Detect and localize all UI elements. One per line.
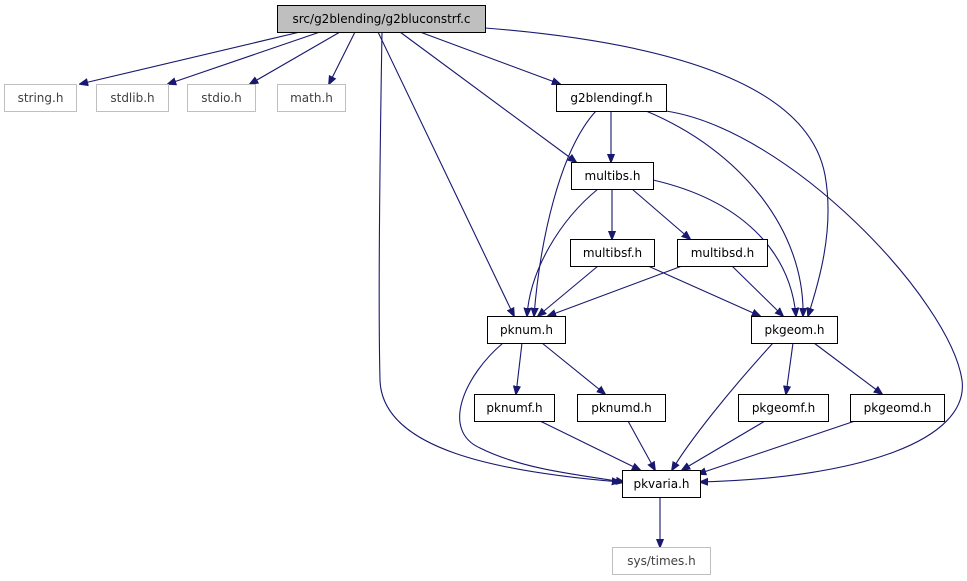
- edge-root-to-stdio-h: [250, 31, 341, 84]
- node-label: multibsd.h: [691, 246, 755, 260]
- edge-root-to-multibs-h: [399, 31, 576, 162]
- edge-pknum-h-to-pknumd-h: [541, 342, 605, 394]
- edges-layer: [80, 27, 963, 547]
- node-label: string.h: [18, 91, 64, 105]
- edge-pknum-h-to-pkvaria-h: [459, 342, 624, 482]
- node-string-h: string.h: [4, 84, 77, 112]
- edge-pkgeom-h-to-pkgeomd-h: [813, 342, 882, 394]
- edge-pknum-h-to-pknumf-h: [516, 342, 523, 394]
- node-box: [571, 162, 654, 190]
- node-label: pkgeomd.h: [864, 401, 932, 415]
- node-g2blendingf-h[interactable]: g2blendingf.h: [556, 84, 667, 112]
- node-label: g2blendingf.h: [570, 91, 652, 105]
- node-pknumf-h[interactable]: pknumf.h: [474, 394, 555, 422]
- node-box: [187, 84, 256, 112]
- node-box: [577, 394, 666, 422]
- node-box: [474, 394, 555, 422]
- node-label: pkgeomf.h: [752, 401, 815, 415]
- edge-multibsd-h-to-pknum-h: [548, 265, 683, 316]
- edge-multibsd-h-to-pkgeom-h: [731, 265, 783, 316]
- node-pkgeomd-h[interactable]: pkgeomd.h: [850, 394, 945, 422]
- node-multibsd-h[interactable]: multibsd.h: [677, 239, 768, 267]
- edge-g2blendingf-h-to-pknum-h: [534, 110, 597, 316]
- node-box: [277, 5, 486, 33]
- edge-root-to-pkgeom-h: [484, 27, 829, 316]
- edge-multibs-h-to-multibsd-h: [631, 188, 690, 239]
- node-pkgeomf-h[interactable]: pkgeomf.h: [738, 394, 829, 422]
- edge-pknumd-h-to-pkvaria-h: [627, 420, 655, 470]
- node-box: [4, 84, 77, 112]
- node-box: [556, 84, 667, 112]
- edge-pkgeom-h-to-pkvaria-h: [672, 342, 774, 470]
- node-root[interactable]: src/g2blending/g2bluconstrf.c: [277, 5, 486, 33]
- edge-root-to-string-h: [80, 31, 301, 84]
- edge-g2blendingf-h-to-pkvaria-h: [665, 110, 963, 482]
- node-box: [96, 84, 169, 112]
- node-box: [677, 239, 768, 267]
- edge-root-to-stdlib-h: [168, 31, 321, 84]
- node-box: [570, 239, 655, 267]
- edge-root-to-g2blendingf-h: [419, 31, 560, 84]
- node-box: [622, 470, 701, 498]
- edge-g2blendingf-h-to-pkgeom-h: [645, 110, 803, 316]
- nodes-layer: src/g2blending/g2bluconstrf.c string.h std…: [4, 5, 945, 575]
- node-label: pknumd.h: [591, 401, 652, 415]
- node-label: stdlib.h: [110, 91, 154, 105]
- node-box: [751, 316, 838, 344]
- node-label: src/g2blending/g2bluconstrf.c: [293, 12, 471, 26]
- edge-multibsf-h-to-pkgeom-h: [647, 265, 760, 316]
- node-box: [850, 394, 945, 422]
- edge-multibsf-h-to-pknum-h: [538, 265, 599, 316]
- edge-pknumf-h-to-pkvaria-h: [539, 420, 640, 470]
- node-pknumd-h[interactable]: pknumd.h: [577, 394, 666, 422]
- node-label: multibsf.h: [583, 246, 642, 260]
- node-label: multibs.h: [585, 169, 641, 183]
- edge-pkgeom-h-to-pkgeomf-h: [786, 342, 794, 394]
- node-pkgeom-h[interactable]: pkgeom.h: [751, 316, 838, 344]
- node-label: pknumf.h: [486, 401, 542, 415]
- node-label: pknum.h: [500, 323, 553, 337]
- node-label: math.h: [290, 91, 333, 105]
- node-pknum-h[interactable]: pknum.h: [487, 316, 566, 344]
- node-stdio-h: stdio.h: [187, 84, 256, 112]
- node-multibsf-h[interactable]: multibsf.h: [570, 239, 655, 267]
- edge-multibs-h-to-pkgeom-h: [652, 179, 796, 316]
- node-stdlib-h: stdlib.h: [96, 84, 169, 112]
- edge-multibs-h-to-pknum-h: [527, 188, 599, 316]
- node-multibs-h[interactable]: multibs.h: [571, 162, 654, 190]
- node-math-h: math.h: [277, 84, 346, 112]
- edge-root-to-math-h: [329, 31, 356, 84]
- node-label: sys/times.h: [627, 554, 695, 568]
- edge-root-to-pkvaria-h: [378, 31, 620, 482]
- node-label: pkgeom.h: [764, 323, 824, 337]
- node-pkvaria-h[interactable]: pkvaria.h: [622, 470, 701, 498]
- node-box: [277, 84, 346, 112]
- node-label: pkvaria.h: [633, 477, 689, 491]
- node-box: [612, 547, 711, 575]
- edge-pkgeomf-h-to-pkvaria-h: [682, 420, 766, 470]
- node-label: stdio.h: [201, 91, 241, 105]
- node-box: [738, 394, 829, 422]
- edge-root-to-pknum-h: [377, 31, 514, 316]
- node-sys-times-h: sys/times.h: [612, 547, 711, 575]
- node-box: [487, 316, 566, 344]
- edge-pkgeomd-h-to-pkvaria-h: [698, 420, 856, 474]
